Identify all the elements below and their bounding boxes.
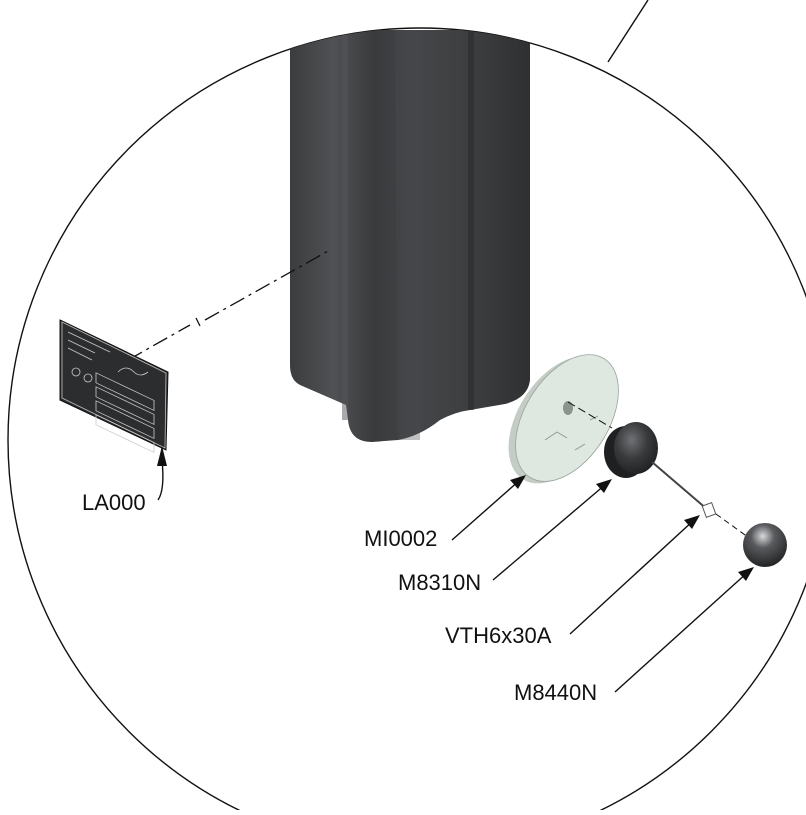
label-plate (59, 319, 169, 454)
ball-knob (743, 523, 787, 567)
detail-leader-line (607, 0, 649, 63)
assembly-center-line-plate (127, 249, 331, 361)
column-post (290, 30, 530, 442)
dark-cap-callout: M8310N (398, 570, 481, 595)
assembly-center-line-ball (715, 513, 753, 541)
disc-plate (508, 354, 619, 484)
disc-plate-callout: MI0002 (364, 526, 437, 551)
screw-callout: VTH6x30A (445, 623, 552, 648)
dark-cap (604, 422, 658, 478)
callout-leaders (157, 446, 754, 693)
ball-knob-callout: M8440N (514, 680, 597, 705)
assembly-center-line-disc (567, 401, 613, 429)
label-plate-callout: LA000 (82, 490, 146, 515)
detail-circle (7, 27, 806, 815)
screw (651, 461, 717, 518)
